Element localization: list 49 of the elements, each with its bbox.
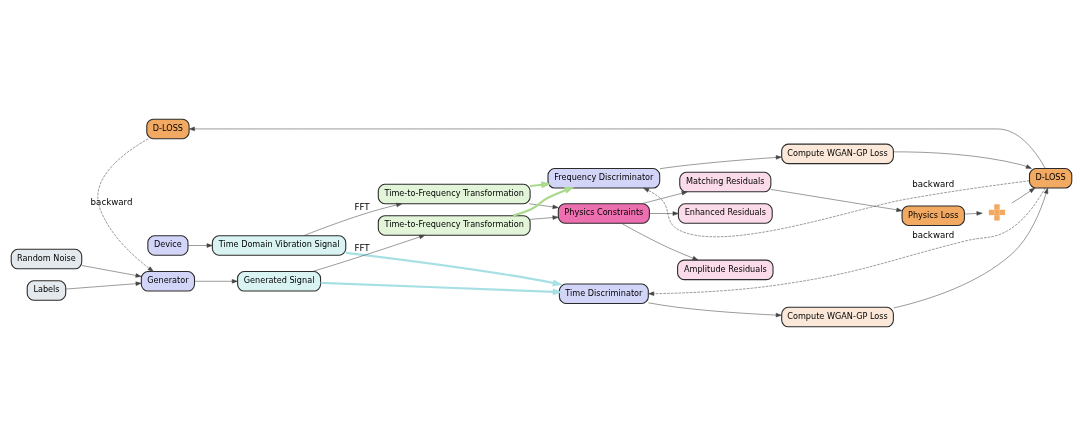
node-box: Generator — [140, 271, 196, 292]
arrow — [648, 187, 1046, 296]
arrow — [188, 126, 1046, 169]
arrow — [1011, 187, 1036, 204]
node-box: Time-to-Frequency Transformation — [377, 183, 531, 205]
node-box: Physics Loss — [901, 205, 965, 226]
edge-label: FFT — [354, 202, 370, 213]
arrow — [893, 187, 1049, 309]
node-box: Physics Constraints — [557, 203, 650, 224]
node-box: D-LOSS — [146, 118, 190, 140]
arrow — [641, 191, 688, 204]
edge-label: FFT — [354, 242, 370, 253]
node-box: Time Discriminator — [558, 283, 649, 305]
edge-label: backward — [912, 230, 955, 241]
node-box: Random Noise — [10, 248, 83, 270]
node-box: Device — [147, 235, 189, 256]
arrow — [512, 186, 575, 217]
arrow — [621, 223, 699, 261]
node-box: Matching Residuals — [679, 171, 772, 193]
arrow — [648, 302, 782, 318]
arrow — [320, 281, 563, 296]
arrow — [659, 155, 782, 169]
node-box: Labels — [26, 280, 67, 301]
edge-label: backward — [90, 196, 133, 207]
node-box: Compute WGAN-GP Loss — [781, 143, 894, 165]
node-box: Amplitude Residuals — [677, 259, 774, 281]
arrow — [529, 215, 559, 220]
arrow — [312, 234, 426, 272]
arrow — [65, 281, 142, 290]
node-box: Frequency Discriminator — [547, 167, 661, 189]
node-box: D-LOSS — [1028, 167, 1073, 189]
arrow — [649, 211, 679, 216]
node-box: Time Domain Vibration Signal — [211, 235, 347, 256]
arrow — [345, 251, 563, 287]
node-box: Enhanced Residuals — [677, 203, 773, 224]
node-box: Compute WGAN-GP Loss — [781, 306, 894, 328]
arrow — [643, 180, 1030, 237]
arrow — [187, 243, 213, 248]
node-box: Time-to-Frequency Transformation — [377, 215, 531, 236]
edge-label: backward — [912, 179, 955, 190]
arrow — [529, 203, 559, 210]
arrow — [964, 211, 983, 216]
arrow — [893, 151, 1032, 169]
arrow — [770, 189, 903, 212]
arrow — [303, 202, 403, 236]
arrow — [81, 265, 142, 278]
arrow — [194, 279, 238, 284]
node-box: Generated Signal — [237, 271, 322, 292]
arrow — [97, 138, 154, 272]
